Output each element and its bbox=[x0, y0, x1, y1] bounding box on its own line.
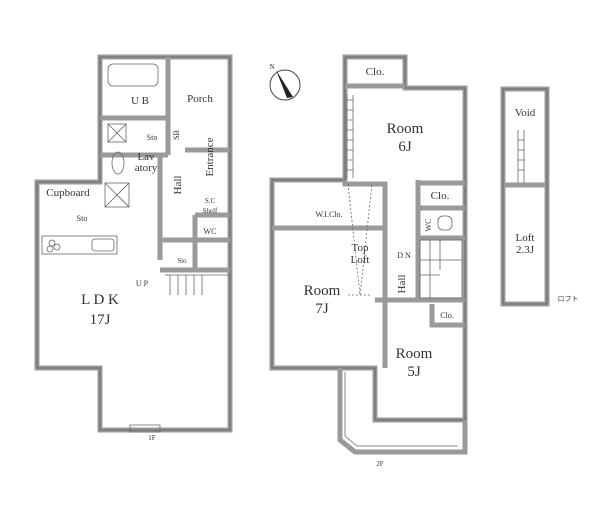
compass-north-label: N bbox=[269, 63, 274, 71]
kitchen-storage-label: Sto bbox=[77, 214, 88, 223]
room-5j-label: Room bbox=[396, 346, 433, 362]
void-label: Void bbox=[515, 107, 536, 119]
room-hall-label: Hall bbox=[396, 275, 408, 294]
storage-label: Sto bbox=[147, 133, 158, 142]
floor1-labels: U B Porch Sto SB Lav atory Entrance Hall… bbox=[46, 93, 218, 442]
room-wc-label: WC bbox=[204, 227, 217, 236]
room-7j-size: 7J bbox=[315, 301, 329, 317]
room-lavatory-label-1: Lav bbox=[137, 151, 155, 163]
closet-mid-label: Clo. bbox=[431, 190, 450, 202]
loft-walls bbox=[500, 86, 550, 307]
room-7j-label: Room bbox=[304, 283, 341, 299]
floor1-label: 1F bbox=[148, 434, 156, 442]
top-loft-label-1: Top bbox=[352, 242, 369, 254]
shoe-cabinet-label: S.C bbox=[205, 197, 216, 205]
stairs-down-label: D N bbox=[397, 251, 411, 260]
cupboard-label: Cupboard bbox=[46, 187, 90, 199]
room-ldk-label: L D K bbox=[81, 292, 119, 308]
room-wc-label: WC bbox=[424, 219, 433, 232]
top-loft-label-2: Loft bbox=[351, 254, 370, 266]
closet-top-label: Clo. bbox=[366, 66, 385, 78]
room-5j-size: 5J bbox=[407, 364, 421, 380]
hall-storage-label: Sto bbox=[177, 257, 187, 265]
room-lavatory-label-2: atory bbox=[135, 162, 158, 174]
room-ub-label: U B bbox=[131, 95, 149, 107]
room-6j-label: Room bbox=[387, 121, 424, 137]
room-porch-label: Porch bbox=[187, 93, 213, 105]
floor2-label: 2F bbox=[376, 460, 384, 468]
loft-labels: Void Loft 2.3J ロフト bbox=[515, 107, 579, 303]
floor2-walls bbox=[269, 54, 468, 455]
room-hall-label: Hall bbox=[172, 176, 184, 195]
shoe-box-label: SB bbox=[172, 130, 181, 140]
loft-floor-label: ロフト bbox=[558, 295, 579, 303]
shelf-label: Shelf bbox=[203, 207, 218, 215]
floor2-labels: Clo. Room 6J Clo. W.I.Clo. WC Top Loft D… bbox=[304, 66, 454, 468]
compass-icon: N bbox=[269, 63, 301, 101]
room-ldk-size: 17J bbox=[90, 312, 111, 328]
floor1-walls bbox=[34, 54, 233, 433]
walk-in-closet-label: W.I.Clo. bbox=[315, 210, 342, 219]
room-entrance-label: Entrance bbox=[204, 137, 216, 176]
loft-size: 2.3J bbox=[516, 244, 535, 256]
closet-low-label: Clo. bbox=[440, 311, 454, 320]
room-6j-size: 6J bbox=[398, 139, 412, 155]
loft-label: Loft bbox=[516, 232, 535, 244]
stairs-up-label: U P bbox=[136, 279, 149, 288]
